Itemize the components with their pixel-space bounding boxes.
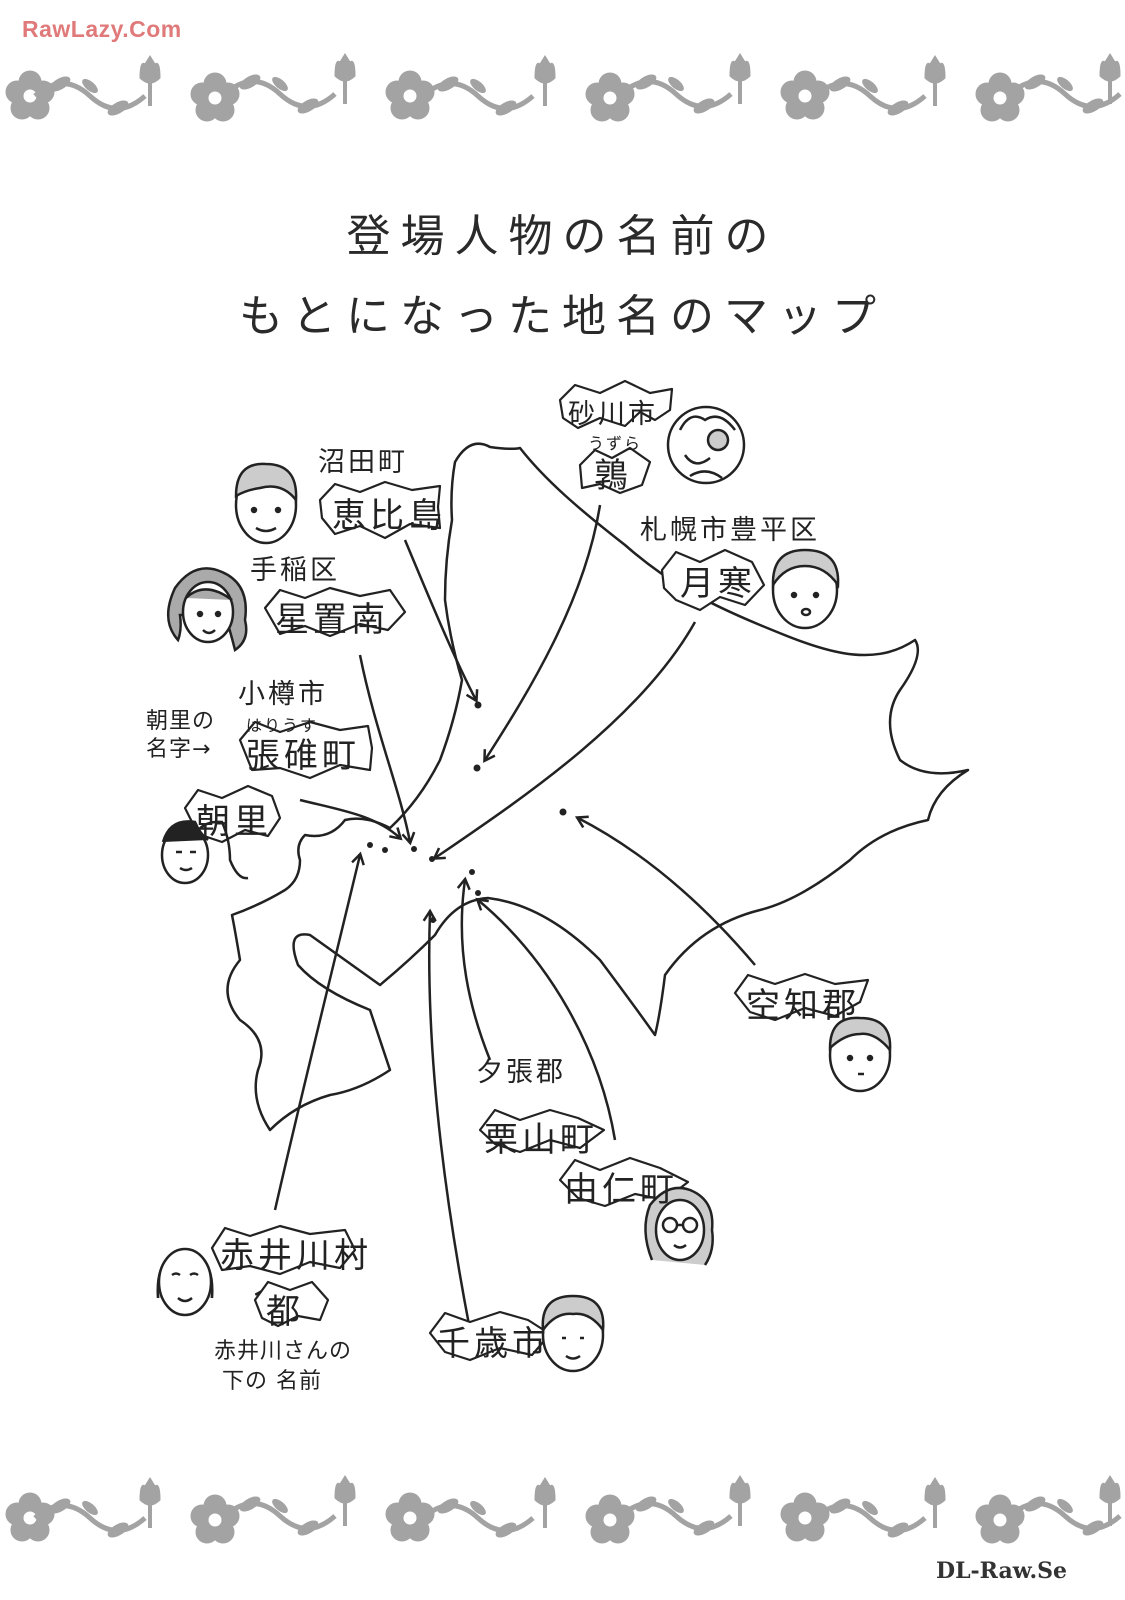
- label-chitose: 千歳市: [436, 1324, 550, 1364]
- label-yuni: 由仁町: [564, 1170, 678, 1210]
- label-miyako-note-1: 赤井川さんの: [214, 1339, 353, 1364]
- label-uzura-reading: うずら: [588, 434, 643, 453]
- burst-asari: [183, 784, 282, 844]
- burst-miyako: [253, 1280, 330, 1328]
- watermark-top: RawLazy.Com: [22, 16, 182, 42]
- face-ebishima-icon: [234, 462, 298, 545]
- label-teine-ward: 手稲区: [250, 555, 340, 586]
- burst-kuriyama: [478, 1108, 606, 1154]
- label-bursts: [183, 379, 870, 1362]
- label-hoshiokiminami: 星置南: [275, 600, 389, 640]
- face-asari-icon: [160, 820, 249, 885]
- page-title-line1: 登場人物の名前の: [346, 211, 779, 262]
- watermark-bottom: DL-Raw.Se: [936, 1558, 1067, 1584]
- label-tsukisamu: 月寒: [680, 564, 756, 604]
- label-uzura: 鶉: [594, 456, 632, 496]
- character-face-icon: [156, 405, 892, 1373]
- face-yuni-icon: [644, 1186, 714, 1266]
- label-ebishima: 恵比島: [332, 496, 446, 536]
- burst-akaigawa: [210, 1224, 357, 1276]
- label-miyako: 都: [266, 1292, 304, 1332]
- burst-yuni: [558, 1156, 690, 1208]
- face-hoshiokiminami-icon: [167, 567, 248, 653]
- hokkaido-outline: [226, 442, 970, 1132]
- face-akaigawa-icon: [156, 1247, 214, 1317]
- location-dots: [367, 701, 567, 923]
- burst-tsukisamu: [660, 548, 766, 612]
- arrow-icon: [258, 504, 756, 1331]
- label-sapporo-toyohira: 札幌市豊平区: [640, 515, 820, 546]
- label-hariusu: 張碓町: [246, 736, 360, 776]
- burst-uzura: [578, 446, 652, 495]
- burst-sorachi: [733, 972, 870, 1022]
- label-asari: 朝里: [196, 802, 272, 842]
- face-sorachi-icon: [828, 1016, 892, 1093]
- face-tsukisamu-icon: [771, 548, 840, 630]
- label-akaigawa: 赤井川村: [220, 1236, 372, 1276]
- label-numata-town: 沼田町: [318, 447, 408, 478]
- label-kuriyama: 栗山町: [484, 1120, 598, 1160]
- burst-hariusu: [238, 720, 374, 780]
- label-asari-surname-note: 朝里の名字→: [146, 709, 216, 762]
- burst-ebishima: [318, 480, 442, 540]
- face-chitose-icon: [541, 1294, 605, 1373]
- label-sorachi: 空知郡: [746, 986, 860, 1026]
- label-yubari-district: 夕張郡: [476, 1057, 566, 1088]
- burst-hoshiokiminami: [263, 586, 407, 638]
- label-sunagawa-city: 砂川市: [568, 399, 658, 430]
- face-sunagawa-icon: [666, 405, 746, 485]
- label-otaru-city: 小樽市: [238, 679, 328, 710]
- label-miyako-note-2: 下の 名前: [222, 1369, 322, 1394]
- burst-sunagawa: [558, 379, 674, 430]
- page-title-line2: もとになった地名のマップ: [238, 291, 887, 342]
- label-hariusu-reading: はりうす: [246, 716, 319, 735]
